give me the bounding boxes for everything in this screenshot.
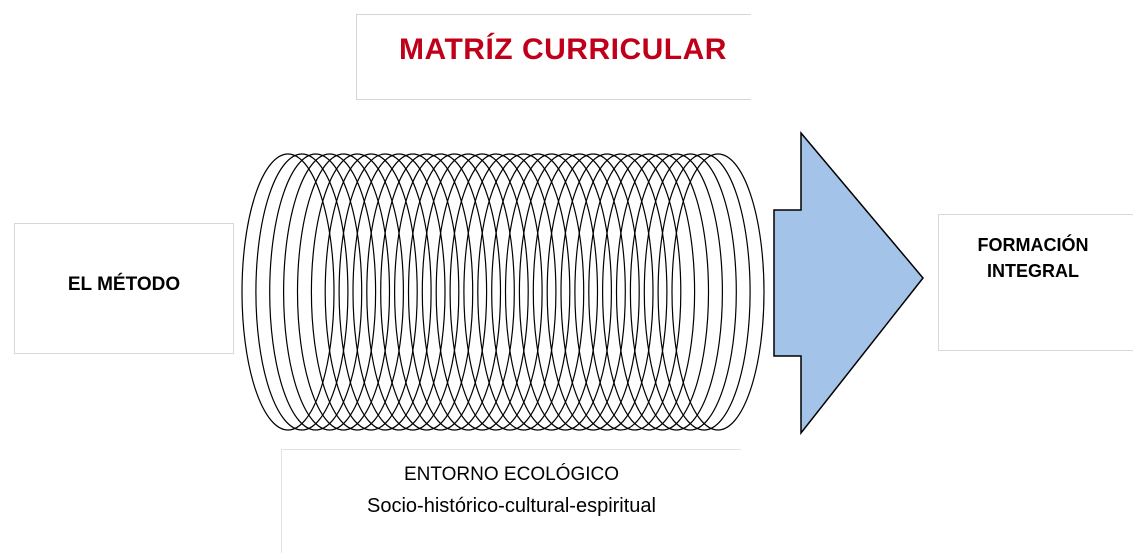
spring-coil — [588, 153, 682, 431]
spring-coil — [366, 153, 460, 431]
environment-node: ENTORNO ECOLÓGICO Socio-histórico-cultur… — [281, 449, 741, 553]
formation-label-line2: INTEGRAL — [987, 261, 1079, 281]
spring-coil — [615, 153, 710, 431]
spring-coil — [629, 153, 723, 431]
method-label: EL MÉTODO — [67, 274, 181, 295]
spring-coil — [657, 153, 751, 431]
spring-coil — [574, 153, 668, 431]
spring-coil — [407, 153, 502, 431]
spring-coil — [338, 153, 432, 431]
formation-label-line1: FORMACIÓN — [977, 235, 1089, 255]
diagram-title: MATRÍZ CURRICULAR — [399, 33, 727, 66]
spring-coil — [463, 153, 557, 431]
spring-coil — [282, 153, 377, 431]
environment-subtitle: Socio-histórico-cultural-espiritual — [367, 495, 656, 517]
environment-title: ENTORNO ECOLÓGICO — [403, 464, 619, 485]
spring-coil — [643, 153, 737, 431]
formation-node: FORMACIÓN INTEGRAL — [938, 214, 1133, 351]
spring-coil — [546, 153, 640, 431]
spring-coil — [602, 153, 696, 431]
spring-coil — [491, 153, 585, 431]
spring-coil — [435, 153, 529, 431]
spring-coil — [421, 153, 515, 431]
spring-coil — [352, 153, 446, 431]
coil-spring-icon — [241, 153, 765, 431]
spring-coil — [518, 153, 612, 431]
title-box: MATRÍZ CURRICULAR — [356, 14, 751, 100]
spring-coil — [241, 153, 335, 431]
spring-coil — [532, 153, 626, 431]
spring-coil — [380, 153, 474, 431]
spring-coil — [310, 153, 405, 431]
method-node: EL MÉTODO — [14, 223, 234, 354]
formation-label: FORMACIÓN INTEGRAL — [939, 232, 1133, 284]
spring-coil — [324, 153, 418, 431]
spring-coil — [269, 153, 363, 431]
spring-coil — [394, 153, 488, 431]
spring-coil — [671, 153, 765, 431]
spring-coil — [255, 153, 349, 431]
spring-coil — [477, 153, 571, 431]
spring-coil — [560, 153, 654, 431]
spring-coil — [296, 153, 391, 431]
spring-coil — [449, 153, 543, 431]
block-arrow-right-icon — [773, 130, 924, 436]
spring-coil — [504, 153, 599, 431]
